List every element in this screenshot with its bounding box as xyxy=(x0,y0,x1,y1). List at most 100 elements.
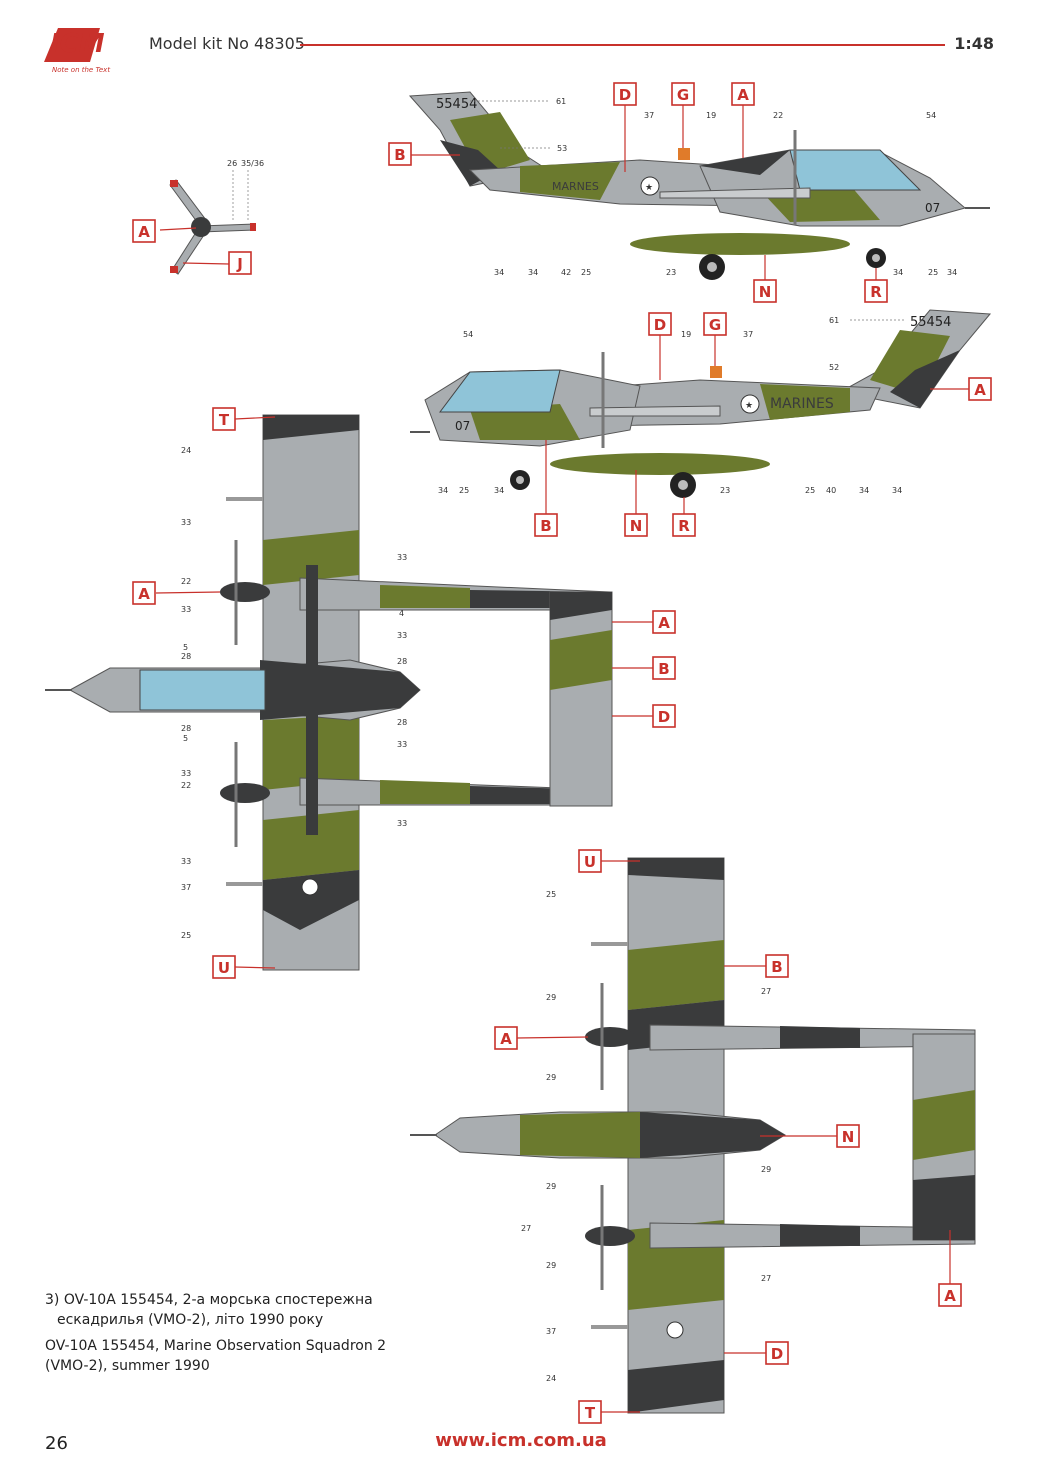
svg-text:29: 29 xyxy=(546,1261,556,1270)
svg-text:B: B xyxy=(394,146,405,164)
svg-text:34: 34 xyxy=(892,486,902,495)
svg-text:A: A xyxy=(944,1287,956,1305)
color-marker-a xyxy=(132,581,156,605)
svg-text:34: 34 xyxy=(528,268,538,277)
canopy xyxy=(789,149,922,191)
svg-text:A: A xyxy=(658,614,670,632)
color-marker-d xyxy=(765,1341,789,1365)
svg-text:A: A xyxy=(974,381,986,399)
scale-label: 1:48 xyxy=(954,34,994,53)
color-marker-n xyxy=(624,513,648,537)
ref-label: 35/36 xyxy=(241,159,264,168)
svg-text:61: 61 xyxy=(556,97,566,106)
svg-text:33: 33 xyxy=(181,769,191,778)
page-number: 26 xyxy=(45,1433,68,1454)
color-marker-g xyxy=(671,82,695,106)
svg-text:29: 29 xyxy=(546,993,556,1002)
svg-text:25: 25 xyxy=(459,486,469,495)
color-marker-r xyxy=(672,513,696,537)
svg-text:A: A xyxy=(737,86,749,104)
marines-marking-small: MARNES xyxy=(552,180,599,193)
svg-text:A: A xyxy=(138,585,150,603)
color-marker-b xyxy=(388,142,412,166)
aircraft-code: 07 xyxy=(925,201,940,215)
top-view: 24 33 22 33 5 28 28 5 33 22 33 37 25 33 … xyxy=(45,407,676,979)
svg-text:G: G xyxy=(709,316,721,334)
svg-text:A: A xyxy=(500,1030,512,1048)
color-marker-a xyxy=(731,82,755,106)
bottom-view: 25 29 29 29 27 29 37 24 27 29 27 U B A N… xyxy=(410,849,976,1424)
svg-text:22: 22 xyxy=(181,781,191,790)
marker-label: A xyxy=(138,223,150,241)
logo-swoosh-icon xyxy=(44,28,100,62)
svg-text:22: 22 xyxy=(773,111,783,120)
svg-text:40: 40 xyxy=(826,486,836,495)
color-marker-b xyxy=(765,954,789,978)
svg-text:N: N xyxy=(630,517,643,535)
svg-text:28: 28 xyxy=(181,724,191,733)
svg-text:27: 27 xyxy=(521,1224,531,1233)
canopy xyxy=(139,669,266,711)
marker-label: J xyxy=(236,255,243,273)
svg-text:53: 53 xyxy=(557,144,567,153)
color-marker-a xyxy=(938,1283,962,1307)
color-marker-a xyxy=(132,219,156,243)
svg-text:5: 5 xyxy=(183,643,188,652)
svg-text:33: 33 xyxy=(397,819,407,828)
centerline-pod xyxy=(630,233,850,255)
website-link[interactable]: www.icm.com.ua xyxy=(435,1430,607,1451)
svg-text:33: 33 xyxy=(397,740,407,749)
side-profile-left: 55454 MARINES ★ 07 61 52 54 19 37 34 25 … xyxy=(410,309,992,537)
svg-text:B: B xyxy=(540,517,551,535)
svg-text:23: 23 xyxy=(720,486,730,495)
svg-text:34: 34 xyxy=(859,486,869,495)
svg-text:25: 25 xyxy=(805,486,815,495)
svg-text:U: U xyxy=(218,959,230,977)
side-profile-right: 55454 MARNES ★ 07 61 53 37 19 22 xyxy=(388,82,990,303)
svg-text:23: 23 xyxy=(666,268,676,277)
color-marker-n xyxy=(753,279,777,303)
svg-text:25: 25 xyxy=(181,931,191,940)
header-rule xyxy=(300,44,945,46)
svg-text:T: T xyxy=(219,411,230,429)
svg-text:37: 37 xyxy=(546,1327,556,1336)
logo-text: ICM xyxy=(50,29,105,59)
ref-label: 26 xyxy=(227,159,237,168)
marines-marking: MARINES xyxy=(770,396,834,412)
svg-text:33: 33 xyxy=(181,857,191,866)
svg-text:54: 54 xyxy=(926,111,936,120)
svg-text:37: 37 xyxy=(743,330,753,339)
color-marker-u xyxy=(212,955,236,979)
svg-text:37: 37 xyxy=(181,883,191,892)
beacon-icon xyxy=(678,148,690,160)
svg-text:R: R xyxy=(678,517,690,535)
logo-tagline: Note on the Text xyxy=(52,66,110,74)
centerline-pod xyxy=(550,453,770,475)
model-kit-title: Model kit No 48305 xyxy=(149,34,305,53)
svg-text:37: 37 xyxy=(644,111,654,120)
icm-logo: ICM Note on the Text xyxy=(44,28,110,74)
svg-text:34: 34 xyxy=(494,268,504,277)
caption-ua-line2: ескадрилья (VMO-2), літо 1990 року xyxy=(57,1312,324,1328)
svg-text:27: 27 xyxy=(761,987,771,996)
svg-text:T: T xyxy=(585,1404,596,1422)
svg-text:19: 19 xyxy=(706,111,716,120)
svg-text:34: 34 xyxy=(494,486,504,495)
svg-text:22: 22 xyxy=(181,577,191,586)
svg-text:4: 4 xyxy=(399,609,404,618)
svg-text:29: 29 xyxy=(546,1073,556,1082)
svg-text:28: 28 xyxy=(181,652,191,661)
caption-en-line1: OV-10A 155454, Marine Observation Squadr… xyxy=(45,1338,387,1354)
svg-text:33: 33 xyxy=(397,631,407,640)
svg-text:★: ★ xyxy=(645,183,653,193)
svg-text:B: B xyxy=(658,660,669,678)
svg-text:19: 19 xyxy=(681,330,691,339)
serial-marking: 55454 xyxy=(436,97,477,112)
color-marker-u xyxy=(578,849,602,873)
svg-text:27: 27 xyxy=(761,1274,771,1283)
color-marker-t xyxy=(578,1400,602,1424)
svg-text:34: 34 xyxy=(893,268,903,277)
svg-text:N: N xyxy=(842,1128,855,1146)
caption-en-line2: (VMO-2), summer 1990 xyxy=(45,1358,210,1374)
